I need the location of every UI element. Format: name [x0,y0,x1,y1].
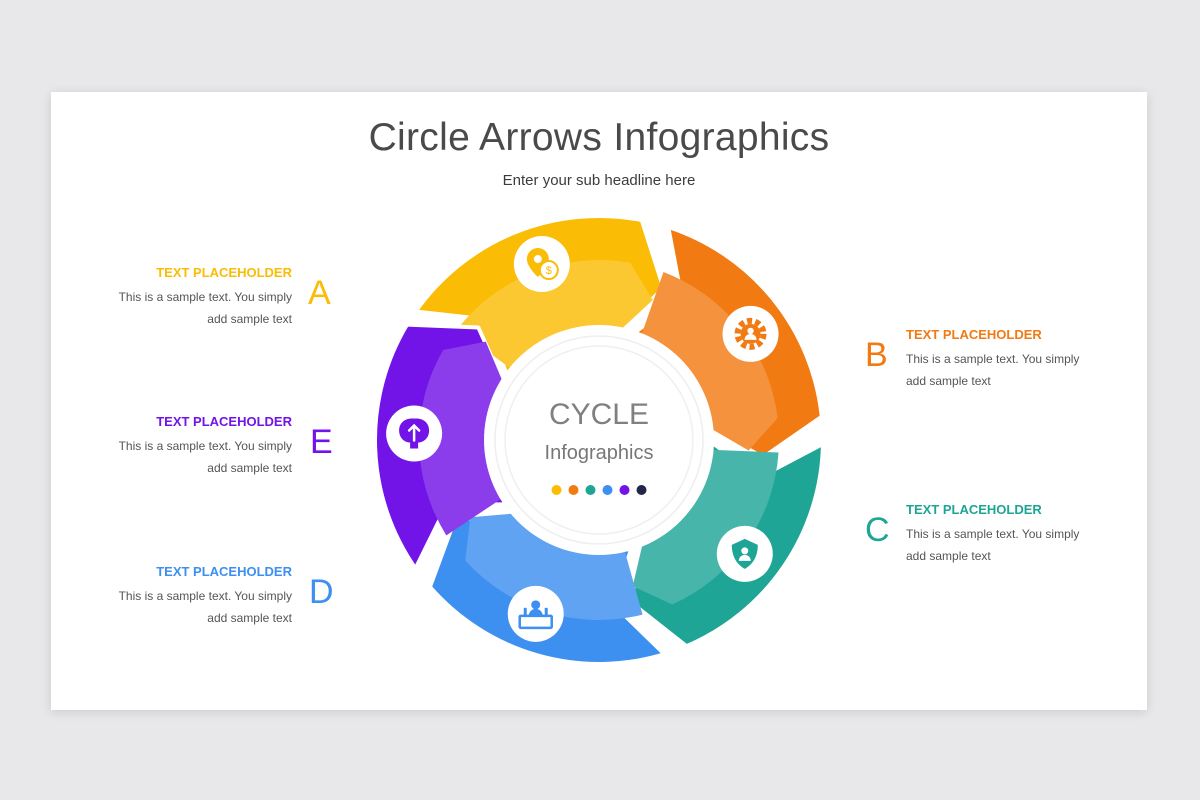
letter-b: B [865,336,888,374]
item-a-heading: TEXT PLACEHOLDER [156,265,292,280]
meeting-icon [507,585,564,642]
center-ring-inner [504,345,694,535]
center-title: CYCLE [549,398,649,431]
item-b-text-line2: add sample text [906,374,991,388]
item-b-text-line1: This is a sample text. You simply [906,352,1080,366]
page-title: Circle Arrows Infographics [368,116,830,159]
letter-d: D [309,573,334,611]
center-dot [568,485,579,495]
item-c: TEXT PLACEHOLDER This is a sample text. … [906,502,1096,567]
item-c-heading: TEXT PLACEHOLDER [906,502,1042,517]
item-c-text-line1: This is a sample text. You simply [906,527,1080,541]
svg-text:$: $ [546,265,552,277]
item-d-text-line1: This is a sample text. You simply [118,589,292,603]
item-b-heading: TEXT PLACEHOLDER [906,327,1042,342]
arrow-segment-b-inner [640,271,778,451]
page-subtitle: Enter your sub headline here [502,172,696,189]
item-a: TEXT PLACEHOLDER This is a sample text. … [102,265,292,330]
letter-a: A [308,274,331,312]
item-e-text-line2: add sample text [207,461,292,475]
center-circle [484,325,714,555]
gear-person-icon [722,305,779,362]
center-ring-outer [494,335,704,545]
item-a-text-line2: add sample text [207,312,292,326]
item-d-heading: TEXT PLACEHOLDER [156,564,292,579]
cycle-center: CYCLE Infographics [484,325,714,555]
center-dot [551,485,562,495]
arrow-segment-e-inner [419,341,503,536]
arrow-segment-d-inner [465,513,643,620]
item-a-text-line1: This is a sample text. You simply [118,290,292,304]
brain-upload-icon [386,405,443,462]
item-d-text-line2: add sample text [207,611,292,625]
center-dot [585,485,596,495]
letter-c: C [865,511,890,549]
item-b: TEXT PLACEHOLDER This is a sample text. … [906,327,1096,392]
item-e-heading: TEXT PLACEHOLDER [156,414,292,429]
item-d: TEXT PLACEHOLDER This is a sample text. … [102,564,292,629]
item-c-text-line2: add sample text [906,549,991,563]
center-dot [636,485,647,495]
item-e: TEXT PLACEHOLDER This is a sample text. … [102,414,292,479]
location-dollar-icon: $ [513,236,570,293]
center-dot [619,485,630,495]
shield-user-icon [716,525,773,582]
arrow-segment-c-inner [632,449,779,605]
arrow-segment-a-inner [457,260,653,370]
letter-e: E [310,423,333,461]
item-e-text-line1: This is a sample text. You simply [118,439,292,453]
center-dot [602,485,613,495]
center-subtitle: Infographics [545,442,654,464]
